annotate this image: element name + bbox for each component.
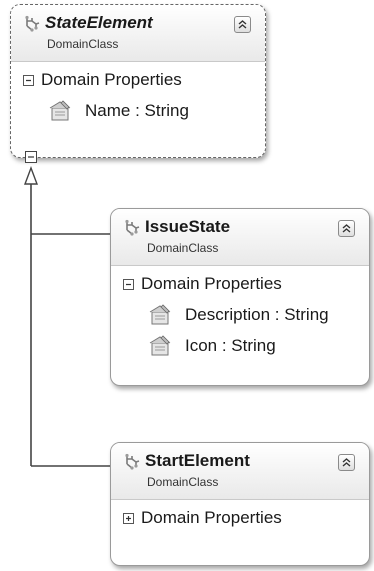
domain-property-icon xyxy=(149,304,171,325)
domain-class-icon xyxy=(25,15,40,32)
property-row[interactable]: Icon : String xyxy=(111,331,369,362)
generalization-arrowhead-icon[interactable] xyxy=(23,166,39,185)
compartment-header[interactable]: Domain Properties xyxy=(111,508,369,534)
domain-class-icon xyxy=(125,219,140,236)
class-kind-label: DomainClass xyxy=(47,37,119,51)
compartment-title: Domain Properties xyxy=(41,70,182,89)
property-row[interactable]: Name : String xyxy=(11,96,265,127)
class-header[interactable]: IssueState DomainClass xyxy=(111,209,369,266)
issuestate-class-shape[interactable]: IssueState DomainClass Domain Properties… xyxy=(110,208,370,386)
property-row[interactable]: Description : String xyxy=(111,300,369,331)
property-label: Icon : String xyxy=(185,336,276,355)
class-kind-label: DomainClass xyxy=(147,241,219,255)
collapse-minus-icon[interactable] xyxy=(23,75,34,86)
stateelement-class-shape[interactable]: StateElement DomainClass Domain Properti… xyxy=(10,4,266,158)
class-name: IssueState xyxy=(145,217,231,236)
collapse-chevron-up-icon[interactable] xyxy=(234,16,251,33)
domain-class-icon xyxy=(125,453,140,470)
domain-property-icon xyxy=(149,335,171,356)
domain-property-icon xyxy=(49,100,71,121)
property-label: Description : String xyxy=(185,305,329,324)
class-name: StartElement xyxy=(145,451,250,470)
domain-properties-compartment: Domain Properties xyxy=(111,500,369,534)
startelement-class-shape[interactable]: StartElement DomainClass Domain Properti… xyxy=(110,442,370,566)
class-header[interactable]: StartElement DomainClass xyxy=(111,443,369,500)
expand-plus-icon[interactable] xyxy=(123,513,134,524)
property-label: Name : String xyxy=(85,101,189,120)
collapse-minus-icon[interactable] xyxy=(123,279,134,290)
class-kind-label: DomainClass xyxy=(147,475,219,489)
domain-properties-compartment: Domain Properties Name : String xyxy=(11,62,265,127)
collapse-chevron-up-icon[interactable] xyxy=(338,454,355,471)
compartment-header[interactable]: Domain Properties xyxy=(11,70,265,96)
class-name: StateElement xyxy=(45,13,153,32)
class-header[interactable]: StateElement DomainClass xyxy=(11,5,265,62)
collapse-chevron-up-icon[interactable] xyxy=(338,220,355,237)
compartment-title: Domain Properties xyxy=(141,508,282,527)
compartment-title: Domain Properties xyxy=(141,274,282,293)
domain-properties-compartment: Domain Properties Description : String I… xyxy=(111,266,369,362)
compartment-header[interactable]: Domain Properties xyxy=(111,274,369,300)
shape-resize-handle[interactable] xyxy=(25,151,37,163)
